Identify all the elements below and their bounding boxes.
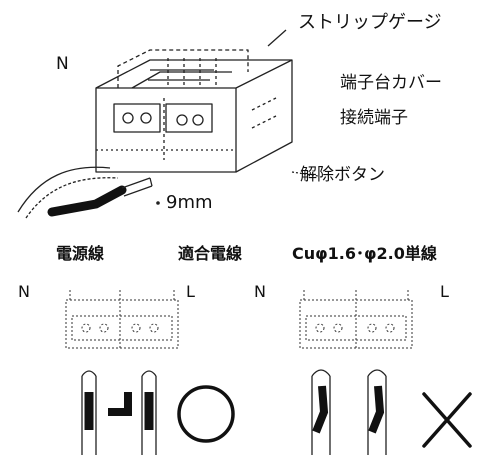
wires-correct (81, 370, 157, 455)
label-terminal-cover: 端子台カバー (340, 73, 442, 93)
label-neutral-right: N (254, 282, 266, 301)
leader-release-button (291, 171, 319, 177)
correct-circle-symbol (177, 385, 235, 443)
label-neutral-top: N (56, 54, 69, 74)
terminal-block-incorrect (299, 290, 413, 349)
label-strip-length: 9mm (166, 192, 213, 213)
label-neutral-left: N (18, 282, 30, 301)
label-connection-terminal: 接続端子 (340, 108, 408, 128)
label-wire-spec: Cuφ1.6･φ2.0単線 (292, 244, 437, 263)
wires-incorrect (311, 369, 387, 455)
incorrect-cross-symbol (422, 392, 472, 448)
label-release-button: 解除ボタン (300, 165, 385, 185)
label-line-left: L (186, 282, 195, 301)
terminal-block-correct (65, 290, 179, 349)
terminal-block-illustration (95, 49, 293, 173)
label-strip-gauge: ストリップゲージ (298, 12, 442, 33)
power-wire-illustration (17, 166, 160, 219)
label-power-wire: 電源線 (56, 244, 105, 263)
label-line-right: L (440, 282, 449, 301)
label-compatible-wire: 適合電線 (178, 244, 243, 263)
leader-strip-gauge (267, 29, 287, 47)
